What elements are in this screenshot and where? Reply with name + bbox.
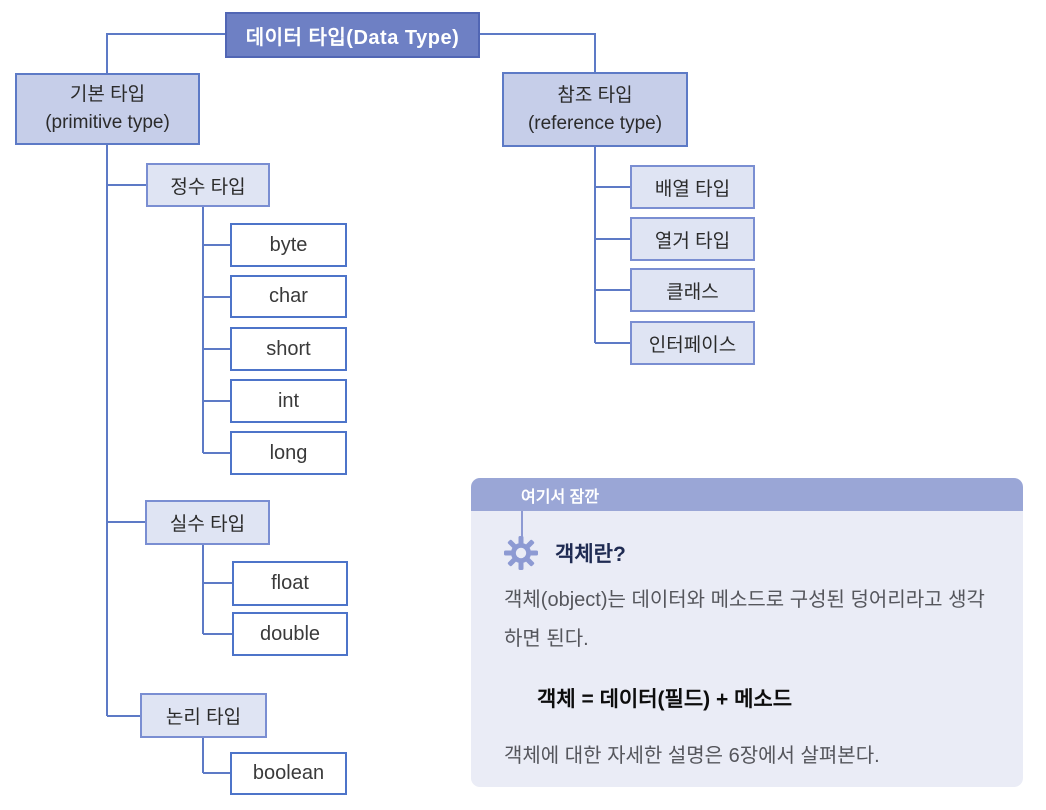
callout-box: 여기서 잠깐	[471, 478, 1023, 787]
callout-body: 객체란? 객체(object)는 데이터와 메소드로 구성된 덩어리라고 생각하…	[471, 511, 1023, 787]
callout-footer: 객체에 대한 자세한 설명은 6장에서 살펴본다.	[504, 745, 880, 767]
node-array-type: 배열 타입	[630, 165, 755, 209]
callout-title: 객체란?	[555, 543, 626, 566]
gear-icon	[504, 536, 538, 570]
node-char: char	[230, 275, 347, 318]
node-primitive-label: 기본 타입	[69, 84, 146, 106]
node-double: double	[232, 612, 348, 656]
node-reference-sublabel: (reference type)	[527, 112, 663, 134]
node-float-type: 실수 타입	[145, 500, 270, 545]
node-reference-label: 참조 타입	[557, 84, 633, 106]
node-data-type: 데이터 타입(Data Type)	[225, 12, 480, 58]
node-reference-type: 참조 타입 (reference type)	[502, 72, 688, 147]
callout-drop-line	[521, 511, 523, 539]
node-logical-type: 논리 타입	[140, 693, 267, 738]
node-enum-type: 열거 타입	[630, 217, 755, 261]
node-byte: byte	[230, 223, 347, 267]
node-boolean: boolean	[230, 752, 347, 795]
callout-header: 여기서 잠깐	[471, 478, 1023, 511]
node-primitive-type: 기본 타입 (primitive type)	[15, 73, 200, 145]
callout-formula: 객체 = 데이터(필드) + 메소드	[537, 688, 793, 711]
node-short: short	[230, 327, 347, 371]
node-primitive-sublabel: (primitive type)	[45, 112, 170, 133]
node-long: long	[230, 431, 347, 475]
node-integer-type: 정수 타입	[146, 163, 270, 207]
callout-paragraph: 객체(object)는 데이터와 메소드로 구성된 덩어리라고 생각하면 된다.	[504, 589, 985, 650]
node-interface: 인터페이스	[630, 321, 755, 365]
node-class: 클래스	[630, 268, 755, 312]
callout-title-row: 객체란?	[503, 535, 626, 571]
node-int: int	[230, 379, 347, 423]
node-float: float	[232, 561, 348, 606]
